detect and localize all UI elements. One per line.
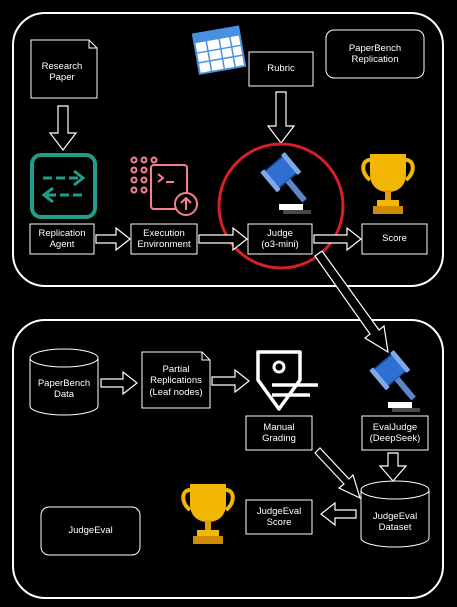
hollow-arrow-rubric-to-judge — [266, 91, 296, 144]
trophy-icon — [361, 154, 415, 214]
top-frame — [12, 12, 444, 287]
score-box — [361, 223, 428, 255]
partial-replications-label: Partial Replications (Leaf nodes) — [149, 363, 203, 398]
replication-agent-icon — [30, 153, 97, 219]
rubric-box — [248, 51, 314, 87]
manual-grading-box — [245, 415, 313, 451]
hollow-arrow-evaljudge-to-dataset — [378, 452, 408, 482]
rubric-label: Rubric — [267, 63, 295, 75]
research-paper-label: Research Paper — [41, 60, 83, 83]
paperbench-data-cylinder — [29, 348, 99, 416]
judgeeval-score-label: JudgeEval Score — [256, 505, 302, 528]
judge-label: Judge (o3-mini) — [261, 227, 299, 250]
replication-agent-label: Replication Agent — [38, 227, 86, 250]
hollow-arrow-manual-to-dataset — [314, 447, 361, 500]
research-paper-doc — [30, 39, 98, 99]
manual-grading-label: Manual Grading — [262, 421, 296, 444]
gavel-icon — [260, 152, 311, 214]
judge-highlight-circle — [217, 142, 345, 270]
hollow-arrow-judge-to-score — [313, 226, 362, 252]
evaljudge-gavel-icon — [369, 350, 420, 412]
judgeeval-trophy-icon — [181, 484, 235, 544]
evaljudge-box — [361, 415, 429, 451]
score-label: Score — [382, 233, 407, 245]
paperbench-replication-box — [325, 29, 425, 79]
hollow-arrow-agent-to-exec — [95, 226, 131, 252]
execution-environment-label: Execution Environment — [137, 227, 191, 250]
hollow-arrow-dataset-to-score — [320, 501, 357, 527]
hollow-arrow-partial-to-manual — [211, 368, 250, 394]
judgeeval-box — [40, 506, 141, 556]
replication-agent-box — [29, 223, 95, 255]
hollow-arrow-judge-to-evaljudge — [314, 250, 389, 354]
partial-replications-doc — [141, 351, 211, 409]
rubric-table-icon — [191, 25, 247, 76]
hollow-arrow-data-to-partial — [100, 370, 138, 396]
hollow-arrow-exec-to-judge — [198, 226, 248, 252]
paperbench-replication-label: PaperBench Replication — [348, 42, 402, 65]
judgeeval-label: JudgeEval — [68, 525, 113, 537]
evaljudge-label: EvalJudge (DeepSeek) — [369, 421, 421, 444]
execution-environment-box — [130, 223, 198, 255]
execution-environment-icon — [130, 156, 198, 216]
judgeeval-score-box — [245, 499, 313, 535]
judgeeval-dataset-cylinder — [360, 480, 430, 548]
price-tag-icon — [256, 350, 318, 411]
paperbench-data-label: PaperBench Data — [37, 377, 91, 400]
bottom-frame — [12, 319, 444, 599]
judge-box — [247, 223, 313, 255]
judgeeval-dataset-label: JudgeEval Dataset — [372, 510, 418, 533]
hollow-arrow-paper-to-agent — [48, 105, 78, 151]
